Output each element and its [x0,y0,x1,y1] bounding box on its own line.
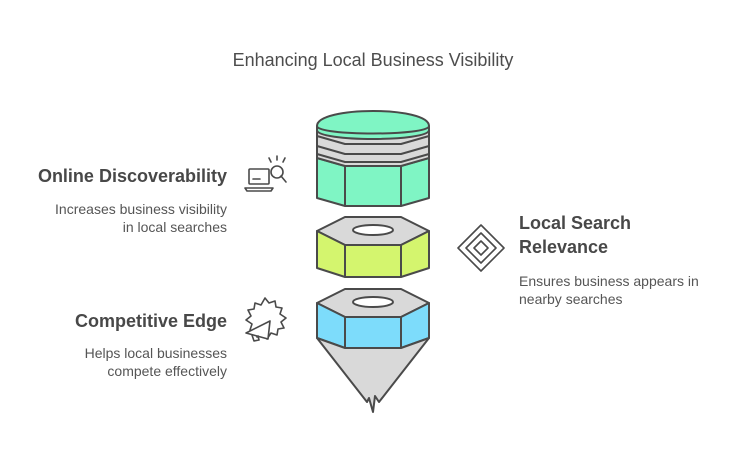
drill-tip [316,337,430,413]
top-layer-cap [316,110,430,140]
nested-diamond-icon [457,224,505,272]
local-search-relevance-heading: Local Search Relevance [519,213,632,257]
competitive-edge-heading: Competitive Edge [74,311,227,331]
online-discoverability-heading: Online Discoverability [37,166,227,186]
laptop-search-icon [244,155,287,192]
online-discoverability-description: Increases business visibility in local s… [55,201,227,235]
stacked-layers-graphic [316,110,430,413]
diagram-title: Enhancing Local Business Visibility [232,50,514,70]
megaphone-badge-icon [245,297,287,342]
competitive-edge-description: Helps local businesses compete effective… [84,345,227,379]
local-search-relevance-description: Ensures business appears in nearby searc… [519,273,699,307]
